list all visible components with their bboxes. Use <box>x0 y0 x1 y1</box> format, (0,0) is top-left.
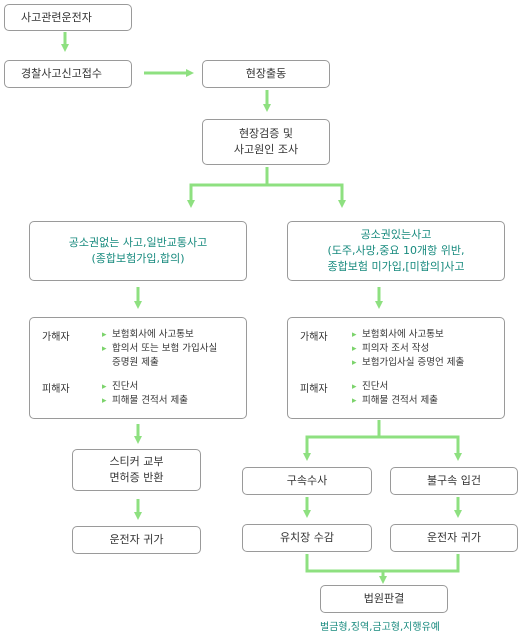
step-start: 사고관련운전자 <box>4 4 132 31</box>
right-branch-title-line3: 종합보험 미가입,[미합의]사고 <box>327 260 465 273</box>
right-branch-details: 가해자 보험회사에 사고통보 피의자 조서 작성 보험가입사실 증명언 제출 피… <box>287 317 505 419</box>
left-victim-label: 피해자 <box>42 384 70 395</box>
right-victim-item: 진단서 <box>352 380 438 394</box>
left-branch-title: 공소권없는 사고,일반교통사고 (종합보험가입,합의) <box>29 221 247 281</box>
step-detention: 유치장 수감 <box>242 524 372 552</box>
split-branches <box>187 167 269 208</box>
right-branch-title-line2: (도주,사망,중요 10개항 위반, <box>327 244 465 257</box>
right-branch-title: 공소권있는사고 (도주,사망,중요 10개항 위반, 종합보험 미가입,[미합의… <box>287 221 505 281</box>
merge-to-court <box>305 554 460 573</box>
left-victim-item: 피해물 견적서 제출 <box>102 394 188 408</box>
step-court-judgment: 법원판결 <box>320 585 448 613</box>
step-arrest: 구속수사 <box>242 467 372 495</box>
right-driver-return-label: 운전자 귀가 <box>426 531 482 544</box>
step-dispatch: 현장출동 <box>202 60 330 88</box>
left-offender-label: 가해자 <box>42 332 70 343</box>
step-sticker-line2: 면허증 반환 <box>109 471 164 484</box>
step-sticker-line1: 스티커 교부 <box>109 455 164 468</box>
step-police-report: 경찰사고신고접수 <box>4 60 132 88</box>
right-driver-return: 운전자 귀가 <box>390 524 518 552</box>
step-start-label: 사고관련운전자 <box>21 10 92 24</box>
step-investigation: 현장검증 및 사고원인 조사 <box>202 119 330 165</box>
split-arrest <box>303 420 381 461</box>
left-driver-return-label: 운전자 귀가 <box>109 533 164 546</box>
left-branch-title-line2: (종합보험가입,합의) <box>91 252 185 265</box>
step-detention-label: 유치장 수감 <box>279 531 335 544</box>
left-victim-item: 진단서 <box>102 380 188 394</box>
right-offender-item: 피의자 조서 작성 <box>352 342 464 356</box>
left-branch-title-line1: 공소권없는 사고,일반교통사고 <box>68 236 208 249</box>
step-dispatch-label: 현장출동 <box>245 67 287 80</box>
right-offender-item: 보험가입사실 증명언 제출 <box>352 356 464 370</box>
step-arrest-label: 구속수사 <box>286 474 328 487</box>
step-sticker-license: 스티커 교부 면허증 반환 <box>72 449 201 491</box>
left-offender-item: 보험회사에 사고통보 <box>102 328 217 342</box>
step-no-arrest-label: 불구속 입건 <box>426 474 482 487</box>
step-police-report-label: 경찰사고신고접수 <box>21 67 102 80</box>
right-offender-label: 가해자 <box>300 332 328 343</box>
right-victim-item: 피해물 견적서 제출 <box>352 394 438 408</box>
left-branch-details: 가해자 보험회사에 사고통보 합의서 또는 보험 가입사실 증명원 제출 피해자… <box>29 317 247 419</box>
left-driver-return: 운전자 귀가 <box>72 526 201 554</box>
step-investigation-line2: 사고원인 조사 <box>233 143 299 156</box>
right-offender-item: 보험회사에 사고통보 <box>352 328 464 342</box>
step-investigation-line1: 현장검증 및 <box>238 127 294 140</box>
step-court-judgment-label: 법원판결 <box>363 592 405 605</box>
sentence-types-note: 벌금형,징역,금고형,지행유예 <box>320 622 440 633</box>
right-branch-title-line1: 공소권있는사고 <box>360 228 432 241</box>
right-victim-label: 피해자 <box>300 384 328 395</box>
left-offender-item: 합의서 또는 보험 가입사실 증명원 제출 <box>102 342 217 370</box>
step-no-arrest: 불구속 입건 <box>390 467 518 495</box>
